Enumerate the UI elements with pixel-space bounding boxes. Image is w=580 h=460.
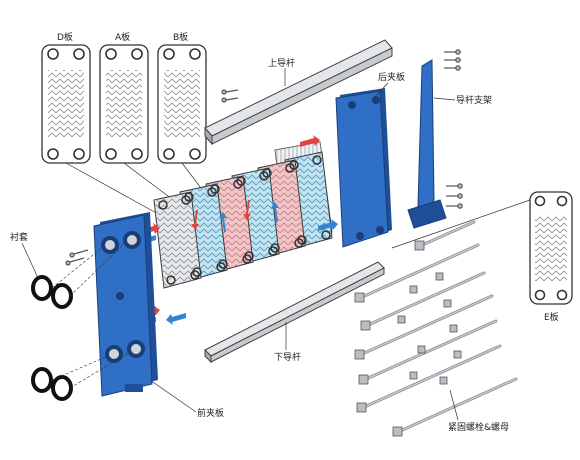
plate-a: [99, 44, 149, 164]
front-pressure-plate: [93, 212, 158, 397]
lower-guide-bar: [204, 261, 385, 364]
gasket-rings: [31, 275, 73, 401]
hot-flow-arrow-icon: [191, 210, 199, 230]
upper-bar-bolts: [221, 89, 239, 103]
front-pressure-plate-label: 前夹板: [197, 407, 224, 419]
cold-flow-arrow-icon: [166, 313, 186, 325]
lining-gasket-label: 衬套: [10, 231, 28, 243]
gasket-ring-icon: [31, 275, 53, 301]
rear-pressure-plate: [335, 88, 392, 248]
hot-flow-arrow-icon: [300, 135, 320, 147]
cold-flow-arrow-icon: [271, 202, 279, 222]
bolt-icon: [414, 240, 425, 251]
lower-guide-bar-label: 下导杆: [274, 351, 301, 363]
tightening-bolts: [354, 220, 518, 437]
upper-guide-bar: [204, 39, 393, 146]
plate-e-label: E板: [544, 311, 559, 323]
gasket-ring-icon: [51, 283, 73, 309]
bolt-icon: [392, 426, 403, 437]
plate-d: [41, 44, 91, 164]
guide-bar-support: [407, 59, 447, 229]
bolt-icon: [358, 374, 369, 385]
plate-d-label: D板: [57, 31, 73, 43]
tightening-bolts-label: 紧固螺栓&螺母: [448, 421, 509, 433]
bolt-icon: [356, 402, 367, 413]
plate-b-label: B板: [173, 31, 188, 43]
plate-a-label: A板: [115, 31, 130, 43]
rear-pressure-plate-label: 后夹板: [378, 71, 405, 83]
support-bolts: [444, 49, 463, 209]
hot-flow-arrow-icon: [243, 200, 251, 220]
bolt-icon: [354, 349, 365, 360]
cold-flow-arrow-icon: [219, 212, 227, 232]
plate-pack: [153, 141, 333, 289]
bolt-icon: [360, 320, 371, 331]
cold-flow-arrow-icon: [318, 219, 338, 231]
guide-bar-support-label: 导杆支架: [456, 94, 492, 106]
gasket-ring-icon: [31, 367, 53, 393]
gasket-dash-lines: [51, 241, 131, 389]
plate-e: [529, 191, 573, 305]
upper-guide-bar-label: 上导杆: [268, 57, 295, 69]
plate-b: [157, 44, 207, 164]
front-small-bolts: [65, 249, 89, 266]
gasket-ring-icon: [51, 375, 73, 401]
bolt-icon: [354, 292, 365, 303]
